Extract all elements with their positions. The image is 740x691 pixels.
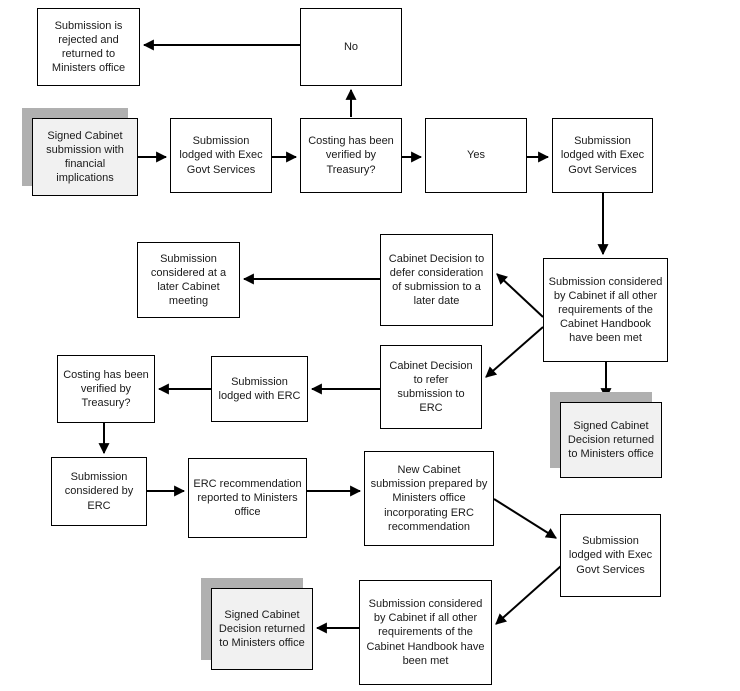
node-new-cabinet-submission: New Cabinet submission prepared by Minis… bbox=[364, 451, 494, 546]
arrow-considered1-to-defer bbox=[496, 273, 544, 318]
node-label: No bbox=[343, 40, 359, 53]
node-label: Costing has been verified by Treasury? bbox=[63, 368, 149, 410]
node-label: Submission lodged with ERC bbox=[218, 375, 301, 402]
node-label: Signed Cabinet Decision returned to Mini… bbox=[567, 419, 655, 461]
node-costing-verified-treasury-2: Costing has been verified by Treasury? bbox=[57, 355, 155, 423]
node-label: Cabinet Decision to defer consideration … bbox=[388, 252, 485, 308]
node-label: Costing has been verified by Treasury? bbox=[308, 135, 394, 176]
node-label: Signed Cabinet Decision returned to Mini… bbox=[218, 608, 306, 650]
node-label: Signed Cabinet submission with financial… bbox=[46, 129, 124, 185]
node-signed-cabinet-submission: Signed Cabinet submission with financial… bbox=[32, 118, 138, 196]
node-costing-verified-treasury-1: Costing has been verified by Treasury? bbox=[300, 118, 402, 193]
node-label: Submission lodged with Exec Govt Service… bbox=[560, 135, 645, 176]
node-submission-lodged-exec-govt-1: Submission lodged with Exec Govt Service… bbox=[170, 118, 272, 193]
node-submission-considered-by-erc: Submission considered by ERC bbox=[51, 457, 147, 526]
node-submission-lodged-exec-govt-2: Submission lodged with Exec Govt Service… bbox=[552, 118, 653, 193]
node-considered-later-cabinet-meeting: Submission considered at a later Cabinet… bbox=[137, 242, 240, 318]
arrow-lodged3-to-considered2 bbox=[495, 565, 562, 625]
node-submission-considered-by-cabinet-2: Submission considered by Cabinet if all … bbox=[359, 580, 492, 685]
node-signed-cabinet-decision-2: Signed Cabinet Decision returned to Mini… bbox=[211, 588, 313, 670]
node-label: Submission is rejected and returned to M… bbox=[51, 19, 126, 75]
node-label: Submission lodged with Exec Govt Service… bbox=[179, 135, 263, 176]
node-label: Submission considered by ERC bbox=[64, 471, 134, 512]
node-label: Cabinet Decision to refer submission to … bbox=[389, 359, 473, 415]
node-label: Yes bbox=[467, 149, 485, 162]
node-label: Submission considered by Cabinet if all … bbox=[548, 275, 663, 345]
node-submission-considered-by-cabinet-1: Submission considered by Cabinet if all … bbox=[543, 258, 668, 362]
node-label: Submission considered at a later Cabinet… bbox=[150, 252, 227, 308]
node-no: No bbox=[300, 8, 402, 86]
node-signed-cabinet-decision-1: Signed Cabinet Decision returned to Mini… bbox=[560, 402, 662, 478]
arrow-new-submission-to-lodged3 bbox=[493, 498, 557, 539]
node-erc-recommendation-reported: ERC recommendation reported to Ministers… bbox=[188, 458, 307, 538]
node-label: New Cabinet submission prepared by Minis… bbox=[370, 464, 488, 533]
node-label: ERC recommendation reported to Ministers… bbox=[193, 477, 302, 519]
node-label: Submission lodged with Exec Govt Service… bbox=[568, 535, 653, 576]
node-label: Submission considered by Cabinet if all … bbox=[366, 598, 485, 667]
node-cabinet-decision-defer: Cabinet Decision to defer consideration … bbox=[380, 234, 493, 326]
node-submission-rejected: Submission is rejected and returned to M… bbox=[37, 8, 140, 86]
node-submission-lodged-erc: Submission lodged with ERC bbox=[211, 356, 308, 422]
arrow-considered1-to-refer bbox=[485, 326, 544, 378]
node-cabinet-decision-refer-erc: Cabinet Decision to refer submission to … bbox=[380, 345, 482, 429]
node-yes: Yes bbox=[425, 118, 527, 193]
node-submission-lodged-exec-govt-3: Submission lodged with Exec Govt Service… bbox=[560, 514, 661, 597]
